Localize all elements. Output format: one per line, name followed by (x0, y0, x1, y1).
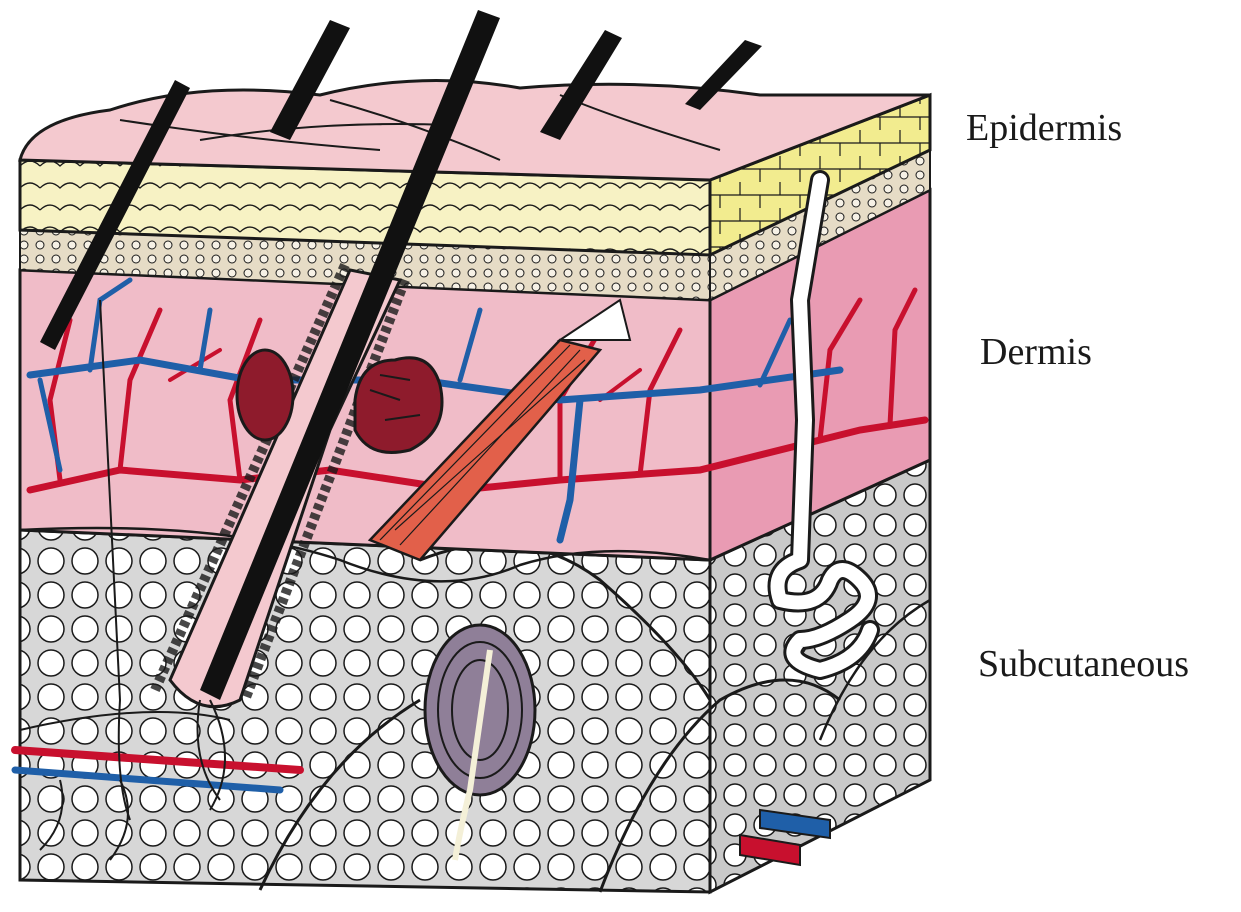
subcutaneous-label: Subcutaneous (978, 642, 1189, 686)
dermis-label: Dermis (980, 330, 1092, 374)
epidermis-label: Epidermis (966, 106, 1122, 150)
